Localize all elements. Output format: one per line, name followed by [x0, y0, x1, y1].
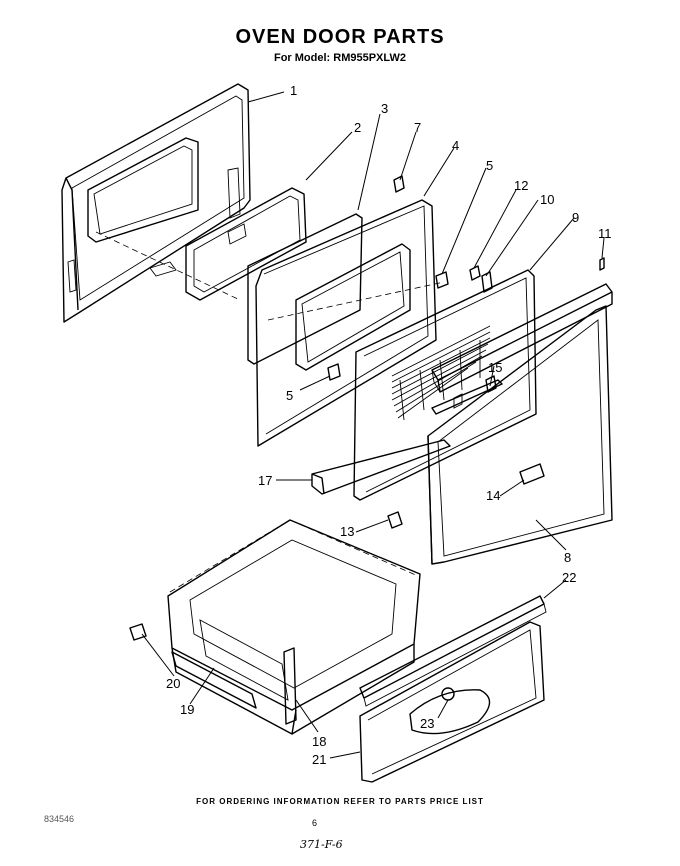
- callout-5-bottom: 5: [286, 388, 293, 403]
- callout-9: 9: [572, 210, 579, 225]
- callout-23: 23: [420, 716, 434, 731]
- drawer-front-panel: [359, 621, 545, 783]
- roller-20: [129, 623, 147, 641]
- leader-lines: [141, 91, 605, 759]
- callout-22: 22: [562, 570, 576, 585]
- handwritten-note: 371-F-6: [300, 838, 343, 851]
- callout-7: 7: [414, 120, 421, 135]
- callout-5-top: 5: [486, 158, 493, 173]
- callout-10: 10: [540, 192, 554, 207]
- page-title: OVEN DOOR PARTS: [235, 26, 445, 48]
- inner-shield: [353, 269, 537, 501]
- callout-15: 15: [488, 360, 502, 375]
- window-gasket: [185, 187, 307, 301]
- drawer-slide-18: [283, 647, 297, 725]
- drawer-rail-19: [171, 651, 257, 709]
- callout-numbers: 1 2 3 7 4 5 12 10 9 11 5 15 17 14 13 8 2…: [166, 83, 612, 767]
- outer-door-panel: [61, 83, 251, 323]
- clip-13: [387, 511, 403, 529]
- callout-12: 12: [514, 178, 528, 193]
- document-code: 834546: [44, 814, 75, 824]
- callout-13: 13: [340, 524, 354, 539]
- bottom-channel-17: [311, 439, 451, 495]
- callout-18: 18: [312, 734, 326, 749]
- callout-17: 17: [258, 473, 272, 488]
- page-number: 6: [312, 818, 318, 828]
- spring-12: [469, 265, 481, 281]
- callout-20: 20: [166, 676, 180, 691]
- handle-bar: [431, 283, 613, 393]
- drawer-rail-22: [359, 595, 547, 707]
- vent-perforations: [391, 325, 491, 421]
- clip-7: [393, 175, 405, 193]
- ordering-note: FOR ORDERING INFORMATION REFER TO PARTS …: [196, 797, 484, 806]
- callout-11: 11: [598, 226, 612, 241]
- callout-19: 19: [180, 702, 194, 717]
- storage-drawer: [167, 519, 421, 735]
- callout-8: 8: [564, 550, 571, 565]
- clip-14: [519, 463, 545, 485]
- callout-14: 14: [486, 488, 500, 503]
- clip-5-lower: [327, 363, 341, 381]
- door-liner: [247, 213, 363, 365]
- inner-door-frame: [255, 199, 445, 447]
- door-trim-frame: [427, 305, 613, 565]
- clip-5-upper: [435, 271, 449, 289]
- callout-2: 2: [354, 120, 361, 135]
- screw-11: [599, 257, 605, 271]
- callout-4: 4: [452, 138, 459, 153]
- callout-1: 1: [290, 83, 297, 98]
- model-subtitle: For Model: RM955PXLW2: [273, 52, 407, 64]
- callout-21: 21: [312, 752, 326, 767]
- callout-3: 3: [381, 101, 388, 116]
